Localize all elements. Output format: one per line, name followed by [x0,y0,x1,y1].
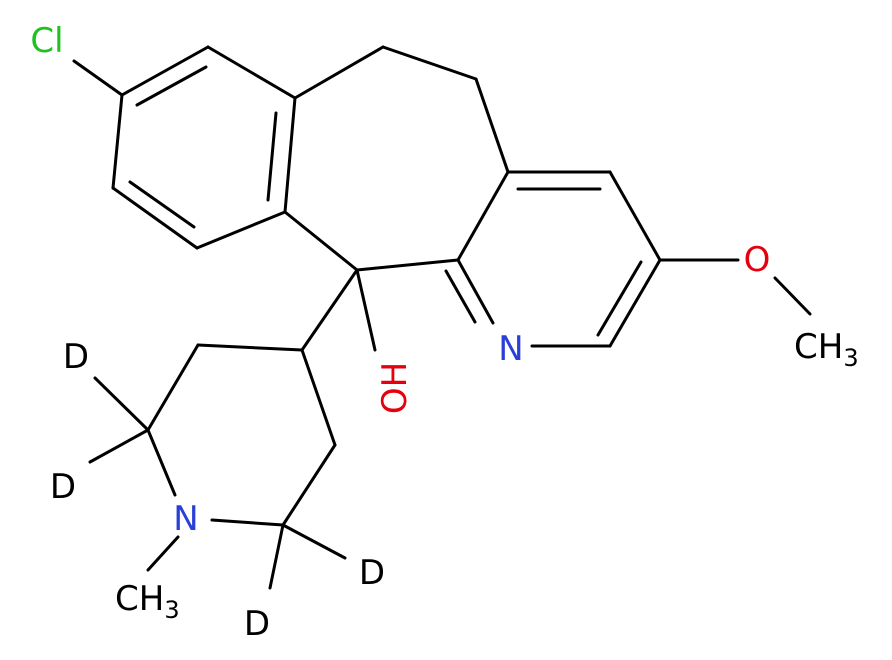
bond-to-n-methyl [146,535,180,572]
bond [196,343,304,352]
bond [608,258,662,348]
bond [195,210,287,250]
bond [456,170,510,262]
deuterium-label: D [63,337,89,377]
bond [456,258,495,325]
deuterium-label: D [359,553,385,593]
cycloheptane-bridge [283,45,510,272]
bond [88,428,150,464]
n-methyl-subscript: 3 [164,596,179,624]
bond [381,45,478,81]
bond [206,45,297,100]
bond [596,260,643,337]
bond [474,77,510,174]
piperidine-nitrogen-label: N [173,499,198,539]
bond [283,96,297,214]
bond-to-hydroxyl [355,268,377,352]
bond [608,170,662,262]
bond [93,376,150,432]
hydroxyl-label: OH [375,362,415,414]
bond [146,428,177,497]
methoxy-group [658,258,812,316]
bond [444,269,477,324]
bond [293,45,385,100]
pyridine-nitrogen-label: N [498,329,523,369]
methoxy-oxygen-label: O [744,240,771,280]
bond [773,276,812,316]
bond [268,523,285,590]
bond [266,111,278,202]
deuterium-bonds [88,376,347,590]
bond [300,348,337,447]
methoxy-methyl-label: CH3 [794,327,859,372]
n-methyl-carbon: CH [115,579,164,619]
bond [135,65,208,107]
bond [281,443,337,527]
bond [355,258,460,272]
methoxy-methyl-subscript: 3 [843,344,858,372]
bond [283,210,359,272]
benzene-ring [72,45,297,250]
piperidine-ring [146,343,337,572]
bond [146,343,200,432]
bond-to-piperidine [300,268,359,352]
bond [111,186,199,250]
n-methyl-label: CH3 [115,579,180,624]
methoxy-methyl-carbon: CH [794,327,843,367]
bond [210,518,285,527]
bond [120,45,210,97]
deuterium-label: D [50,467,76,507]
deuterium-label: D [244,604,270,644]
bond-to-chlorine [72,59,124,97]
bond [111,93,124,190]
bond [128,180,196,229]
pyridine-ring [444,170,662,348]
chlorine-atom-label: Cl [30,21,63,61]
bond [281,523,347,560]
